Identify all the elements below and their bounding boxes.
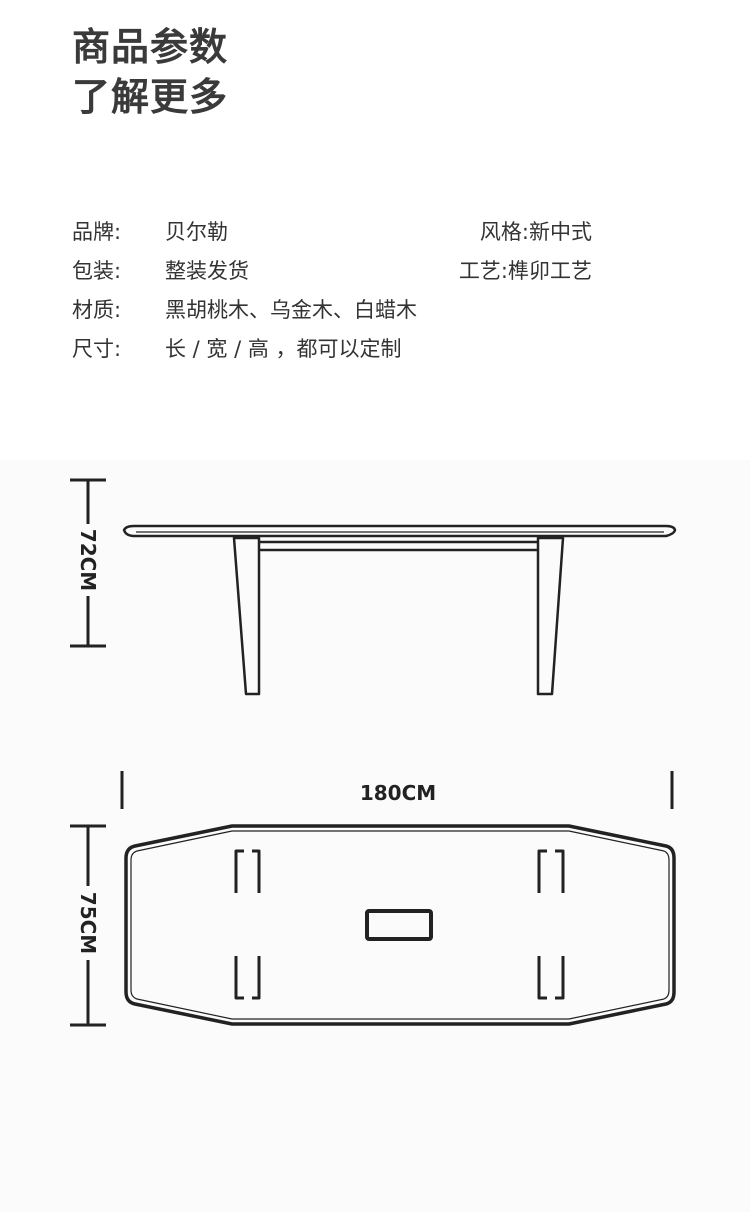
spec-label-size: 尺寸: xyxy=(72,337,122,361)
width-label-mask xyxy=(76,886,100,960)
page-subtitle: 了解更多 xyxy=(72,75,229,119)
tabletop-outline xyxy=(124,824,676,1026)
leg-bracket-bottom-right xyxy=(537,956,565,1000)
length-label: 180CM xyxy=(360,781,436,805)
dimension-drawing: 72CM 180CM 75CM xyxy=(0,460,750,1212)
table-side-view xyxy=(122,524,677,696)
height-label: 72CM xyxy=(76,529,100,591)
spec-row-packaging: 包装: 整装发货 工艺:榫卯工艺 xyxy=(72,253,592,292)
tabletop-side xyxy=(122,524,677,538)
spec-row-size: 尺寸: 长 / 宽 / 高 ，都可以定制 xyxy=(72,331,592,370)
left-leg xyxy=(232,536,261,696)
right-leg xyxy=(536,536,565,696)
height-label-mask xyxy=(76,524,100,596)
spec-style: 风格:新中式 xyxy=(479,220,592,244)
spec-row-brand: 品牌: 贝尔勒 风格:新中式 xyxy=(72,214,592,253)
spec-value-size: 长 / 宽 / 高 ，都可以定制 xyxy=(165,337,402,361)
spec-value-material: 黑胡桃木、乌金木、白蜡木 xyxy=(165,298,417,322)
page-header: 商品参数 了解更多 xyxy=(72,22,228,122)
page-title: 商品参数 xyxy=(72,25,229,69)
center-joint xyxy=(365,909,433,941)
leg-bracket-top-left xyxy=(234,849,261,893)
table-top-view xyxy=(124,824,676,1026)
spec-craft: 工艺:榫卯工艺 xyxy=(458,259,592,283)
spec-table: 品牌: 贝尔勒 风格:新中式 包装: 整装发货 工艺:榫卯工艺 材质: 黑胡桃木… xyxy=(72,214,592,370)
spec-value-brand: 贝尔勒 xyxy=(165,220,228,244)
leg-bracket-top-right xyxy=(537,849,565,893)
spec-label-packaging: 包装: xyxy=(72,259,122,283)
spec-value-packaging: 整装发货 xyxy=(165,259,249,283)
table-diagram: 72CM 180CM 75CM xyxy=(70,478,677,1027)
length-dimension xyxy=(120,771,674,809)
spec-row-material: 材质: 黑胡桃木、乌金木、白蜡木 xyxy=(72,292,592,331)
spec-label-brand: 品牌: xyxy=(72,220,122,244)
leg-bracket-bottom-left xyxy=(234,956,261,1000)
width-label: 75CM xyxy=(76,892,100,954)
tabletop-inner-edge xyxy=(130,830,670,1020)
spec-label-material: 材质: xyxy=(72,298,122,322)
